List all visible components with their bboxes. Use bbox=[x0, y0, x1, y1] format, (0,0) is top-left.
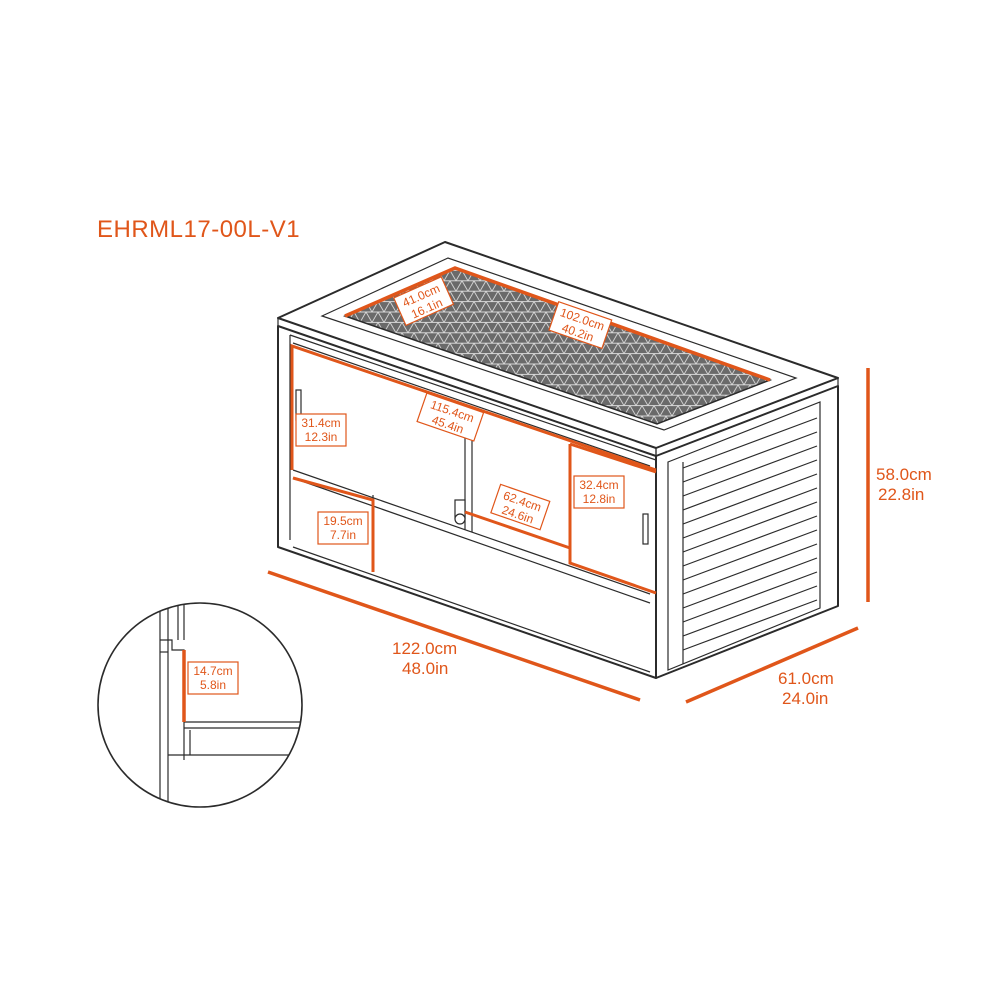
lock-icon bbox=[454, 499, 466, 525]
door-height-right-cm: 32.4cm bbox=[579, 478, 618, 492]
width-cm: 122.0cm bbox=[392, 639, 457, 658]
side-panel bbox=[655, 385, 839, 679]
depth-in: 24.0in bbox=[782, 689, 828, 708]
depth-cm: 61.0cm bbox=[778, 669, 834, 688]
side-slats bbox=[682, 417, 818, 664]
width-in: 48.0in bbox=[402, 659, 448, 678]
right-handle bbox=[642, 513, 649, 545]
height-cm: 58.0cm bbox=[876, 465, 932, 484]
door-height-right-in: 12.8in bbox=[583, 492, 616, 506]
height-in: 22.8in bbox=[878, 485, 924, 504]
door-outline bbox=[290, 343, 657, 472]
enclosure-body bbox=[277, 241, 839, 679]
width-line bbox=[267, 570, 641, 702]
lid-frame bbox=[320, 257, 798, 431]
door-height-left-cm: 31.4cm bbox=[301, 416, 340, 430]
detail-inset bbox=[97, 602, 303, 808]
depth-line bbox=[685, 626, 859, 704]
detail-height-cm: 14.7cm bbox=[193, 664, 232, 678]
door-height-left-in: 12.3in bbox=[305, 430, 338, 444]
detail-height-in: 5.8in bbox=[200, 678, 226, 692]
model-code: EHRML17-00L-V1 bbox=[97, 216, 301, 243]
dimension-lines bbox=[267, 266, 870, 704]
bottom-panel-in: 7.7in bbox=[330, 528, 356, 542]
bottom-panel-cm: 19.5cm bbox=[323, 514, 362, 528]
